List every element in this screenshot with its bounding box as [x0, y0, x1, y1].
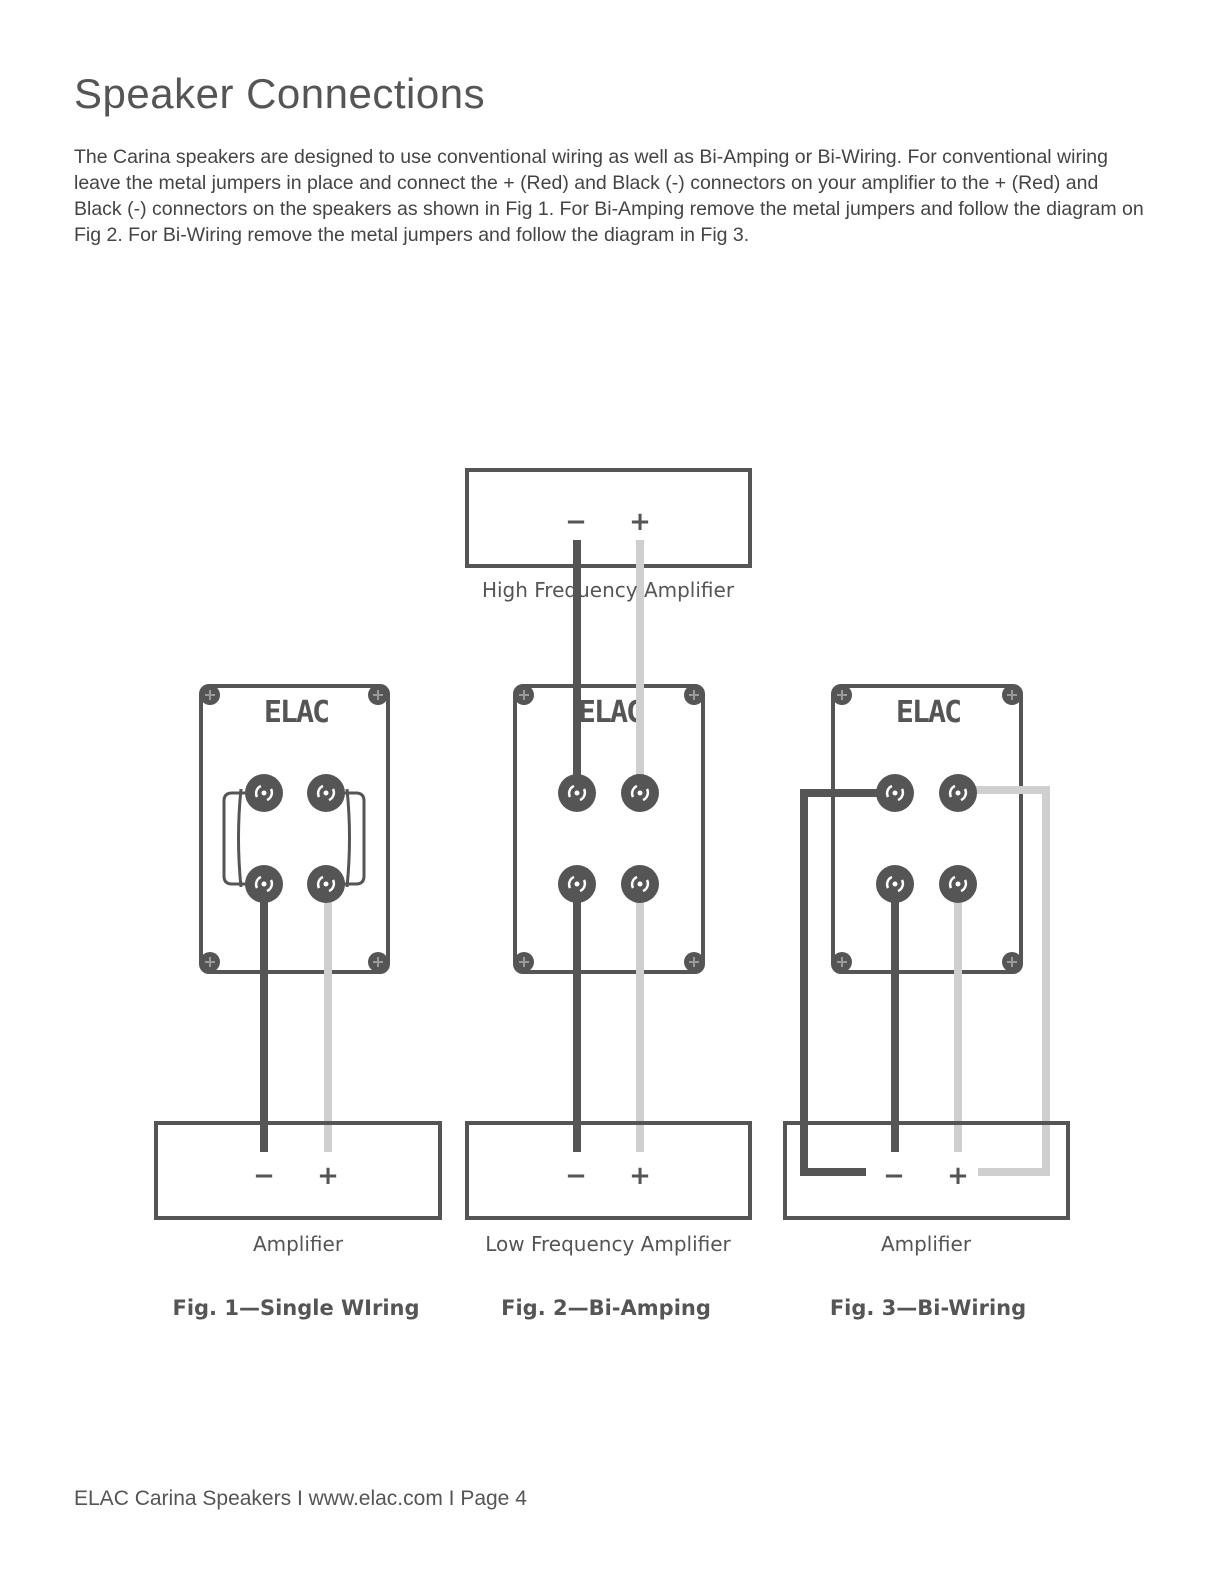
fig1-plus-sign: + — [317, 1161, 339, 1191]
page-footer: ELAC Carina Speakers I www.elac.com I Pa… — [74, 1487, 527, 1510]
fig2-minus-sign: − — [565, 1161, 587, 1191]
hf-plus-sign: + — [629, 507, 651, 537]
fig1-minus-sign: − — [253, 1161, 275, 1191]
high-frequency-amp-label: High Frequency Amplifier — [482, 578, 735, 602]
elac-logo: ELAC — [264, 695, 328, 730]
fig2-plus-sign: + — [629, 1161, 651, 1191]
page-title: Speaker Connections — [74, 70, 486, 117]
fig3-amplifier: − + — [783, 1121, 1070, 1220]
fig3-caption: Fig. 3—Bi-Wiring — [830, 1296, 1026, 1320]
fig2-caption: Fig. 2—Bi-Amping — [501, 1296, 711, 1320]
fig1-caption: Fig. 1—Single WIring — [172, 1296, 419, 1320]
fig1-amplifier: − + — [154, 1121, 442, 1220]
fig1-speaker: ELAC — [199, 684, 390, 974]
fig2-low-frequency-amplifier: − + — [465, 1121, 752, 1220]
high-frequency-amplifier: − + — [465, 468, 752, 568]
elac-logo: ELAC — [896, 695, 960, 730]
fig2-speaker: ELAC — [513, 684, 705, 974]
fig3-plus-sign: + — [947, 1161, 969, 1191]
fig3-speaker: ELAC — [831, 684, 1023, 974]
elac-logo: ELAC — [578, 695, 642, 730]
fig2-amp-label: Low Frequency Amplifier — [485, 1232, 731, 1256]
intro-paragraph: The Carina speakers are designed to use … — [74, 146, 1144, 246]
fig1-amp-label: Amplifier — [253, 1232, 344, 1256]
fig3-amp-label: Amplifier — [881, 1232, 972, 1256]
fig3-minus-sign: − — [883, 1161, 905, 1191]
hf-minus-sign: − — [565, 507, 587, 537]
